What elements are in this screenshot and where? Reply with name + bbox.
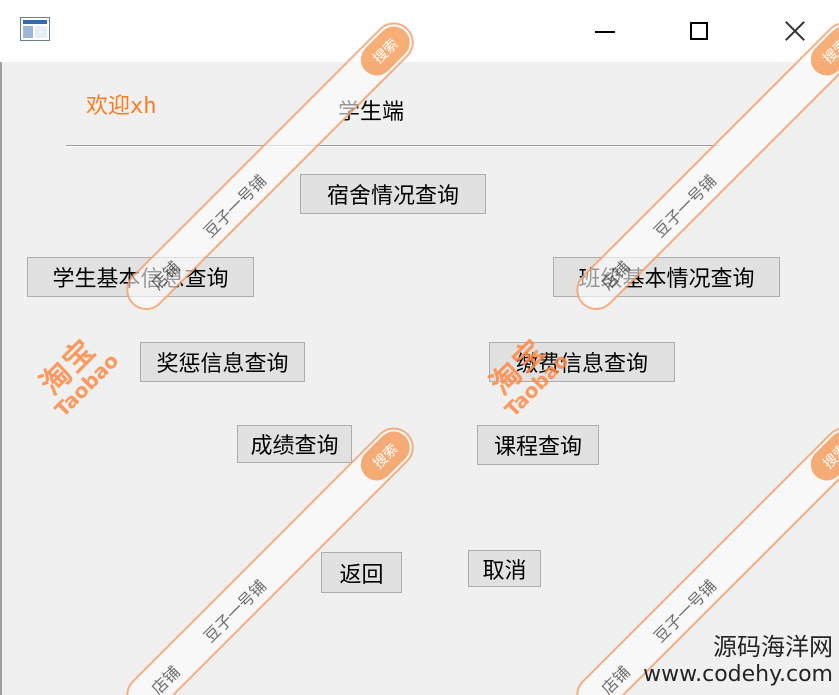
minimize-icon [595,31,615,33]
watermark-pill: 店铺 豆子一号铺 搜索 [568,419,839,695]
site-watermark-url: www.codehy.com [643,661,833,687]
close-button[interactable] [765,6,825,56]
watermark-shop-name: 豆子一号铺 [200,171,271,242]
course-query-button[interactable]: 课程查询 [477,425,599,465]
student-info-query-button[interactable]: 学生基本信息查询 [27,257,254,297]
maximize-icon [690,22,708,40]
window-left-border [0,62,2,695]
dorm-query-button[interactable]: 宿舍情况查询 [300,174,486,214]
minimize-button[interactable] [575,6,635,56]
class-info-query-button[interactable]: 班级基本情况查询 [553,257,780,297]
watermark-shop-label: 店铺 [147,662,184,695]
page-title: 学生端 [338,100,405,125]
score-query-button[interactable]: 成绩查询 [237,425,352,463]
back-button[interactable]: 返回 [321,552,402,593]
cancel-button[interactable]: 取消 [468,550,541,587]
reward-punishment-query-button[interactable]: 奖惩信息查询 [140,342,305,382]
fee-query-button[interactable]: 缴费信息查询 [489,342,675,382]
watermark-logo-text: 淘宝 [33,332,104,403]
title-bar[interactable] [0,0,839,62]
window-app-icon [20,17,50,41]
watermark-logo-subtext: Taobao [49,348,124,422]
welcome-label: 欢迎xh [86,94,157,119]
maximize-button[interactable] [669,6,729,56]
watermark-shop-name: 豆子一号铺 [650,576,721,647]
header-divider [66,145,720,147]
close-icon [784,20,806,42]
site-watermark-name: 源码海洋网 [713,633,833,662]
site-watermark: 源码海洋网 www.codehy.com [643,634,833,687]
watermark-shop-name: 豆子一号铺 [650,171,721,242]
watermark-taobao-logo: 淘宝 Taobao [30,329,124,422]
watermark-search-badge: 搜索 [804,424,839,488]
watermark-shop-label: 店铺 [597,662,634,695]
watermark-shop-name: 豆子一号铺 [200,576,271,647]
watermark-search-badge: 搜索 [354,424,417,488]
